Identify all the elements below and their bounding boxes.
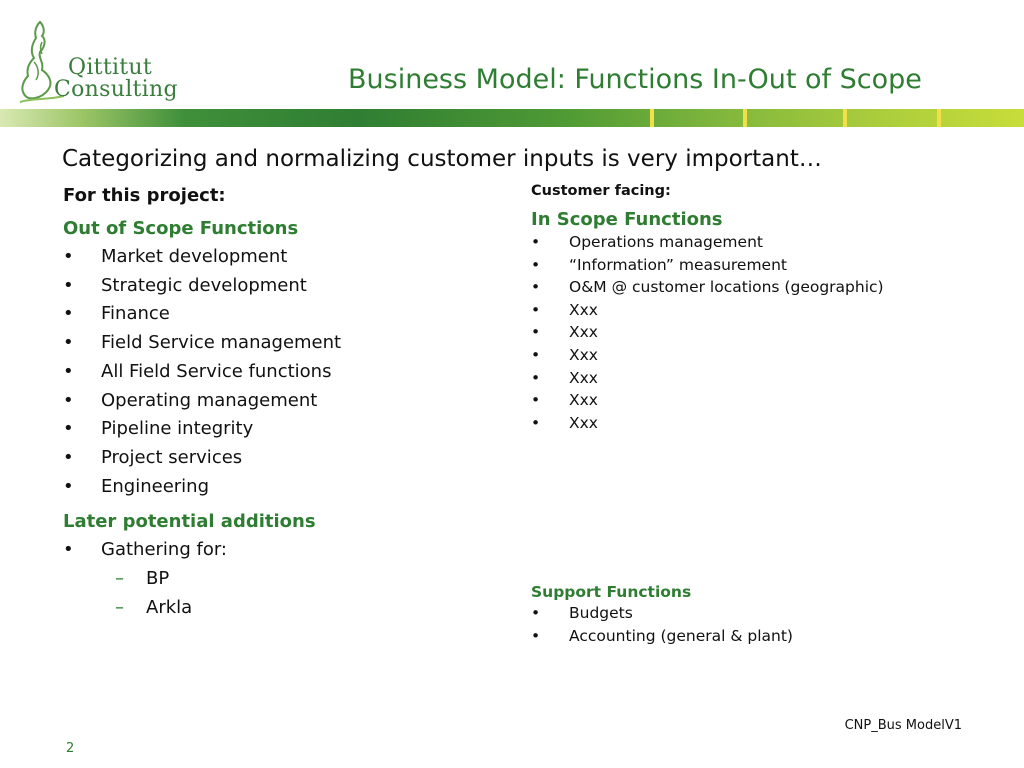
- list-item: •Accounting (general & plant): [531, 625, 1001, 648]
- list-item: •O&M @ customer locations (geographic): [531, 276, 1001, 299]
- list-item: •“Information” measurement: [531, 254, 1001, 277]
- later-additions-sublist: –BP –Arkla: [63, 565, 503, 622]
- band-marker: [743, 109, 747, 127]
- logo-text-line1: Qittitut: [68, 55, 153, 80]
- bullet-icon: •: [63, 418, 74, 440]
- logo-text-line2: Consulting: [54, 77, 178, 102]
- list-item: •Market development: [63, 243, 503, 272]
- bullet-icon: •: [63, 274, 74, 296]
- customer-facing-heading: Customer facing:: [531, 183, 671, 199]
- bullet-icon: •: [531, 413, 541, 432]
- bullet-icon: •: [531, 278, 541, 297]
- bullet-icon: •: [63, 303, 74, 325]
- list-item: •Project services: [63, 444, 503, 473]
- list-item: •Xxx: [531, 367, 1001, 390]
- list-item: •Xxx: [531, 412, 1001, 435]
- list-item: •Field Service management: [63, 329, 503, 358]
- list-item: •Operating management: [63, 387, 503, 416]
- list-item: •All Field Service functions: [63, 358, 503, 387]
- project-heading: For this project:: [63, 185, 226, 206]
- slide-title: Business Model: Functions In-Out of Scop…: [348, 64, 922, 95]
- logo-figure-icon: [19, 20, 65, 103]
- list-item: •Xxx: [531, 299, 1001, 322]
- bullet-icon: •: [531, 368, 541, 387]
- in-scope-list: •Operations management •“Information” me…: [531, 231, 1001, 434]
- company-logo: Qittitut Consulting: [14, 18, 184, 110]
- list-item: •Finance: [63, 300, 503, 329]
- bullet-icon: •: [63, 246, 74, 267]
- bullet-icon: •: [63, 332, 74, 354]
- bullet-icon: •: [531, 255, 541, 274]
- band-marker: [843, 109, 847, 127]
- later-additions-list: •Gathering for:: [63, 536, 503, 565]
- later-additions-heading: Later potential additions: [63, 511, 316, 533]
- list-item: •Budgets: [531, 602, 1001, 625]
- bullet-icon: •: [531, 604, 541, 622]
- header-band: [0, 109, 1024, 127]
- band-marker: [650, 109, 654, 127]
- dash-icon: –: [115, 596, 124, 618]
- support-heading: Support Functions: [531, 583, 692, 601]
- support-list: •Budgets •Accounting (general & plant): [531, 602, 1001, 647]
- list-item: •Engineering: [63, 473, 503, 502]
- bullet-icon: •: [63, 446, 74, 468]
- bullet-icon: •: [531, 233, 541, 251]
- bullet-icon: •: [531, 300, 541, 319]
- list-item: •Strategic development: [63, 272, 503, 301]
- footer-document-code: CNP_Bus ModelV1: [844, 718, 962, 733]
- out-of-scope-list: •Market development •Strategic developme…: [63, 243, 503, 501]
- bullet-icon: •: [531, 345, 541, 364]
- out-of-scope-heading: Out of Scope Functions: [63, 218, 299, 239]
- page-number: 2: [66, 741, 75, 756]
- bullet-icon: •: [63, 389, 74, 411]
- bullet-icon: •: [531, 391, 541, 410]
- sub-list-item: –BP: [63, 565, 503, 594]
- sub-list-item: –Arkla: [63, 594, 503, 623]
- right-column: Customer facing: In Scope Functions •Ope…: [531, 183, 1001, 434]
- left-column: For this project: Out of Scope Functions…: [63, 185, 503, 622]
- dash-icon: –: [115, 568, 124, 590]
- list-item: •Xxx: [531, 344, 1001, 367]
- list-item: •Xxx: [531, 321, 1001, 344]
- bullet-icon: •: [63, 360, 74, 382]
- support-functions: Support Functions •Budgets •Accounting (…: [531, 583, 1001, 647]
- band-marker: [937, 109, 941, 127]
- list-item: •Gathering for:: [63, 536, 503, 565]
- list-item: •Xxx: [531, 389, 1001, 412]
- bullet-icon: •: [531, 323, 541, 342]
- list-item: •Operations management: [531, 231, 1001, 254]
- bullet-icon: •: [63, 475, 74, 497]
- in-scope-heading: In Scope Functions: [531, 209, 723, 230]
- bullet-icon: •: [531, 626, 541, 645]
- bullet-icon: •: [63, 539, 74, 561]
- slide-subtitle: Categorizing and normalizing customer in…: [62, 146, 822, 172]
- list-item: •Pipeline integrity: [63, 415, 503, 444]
